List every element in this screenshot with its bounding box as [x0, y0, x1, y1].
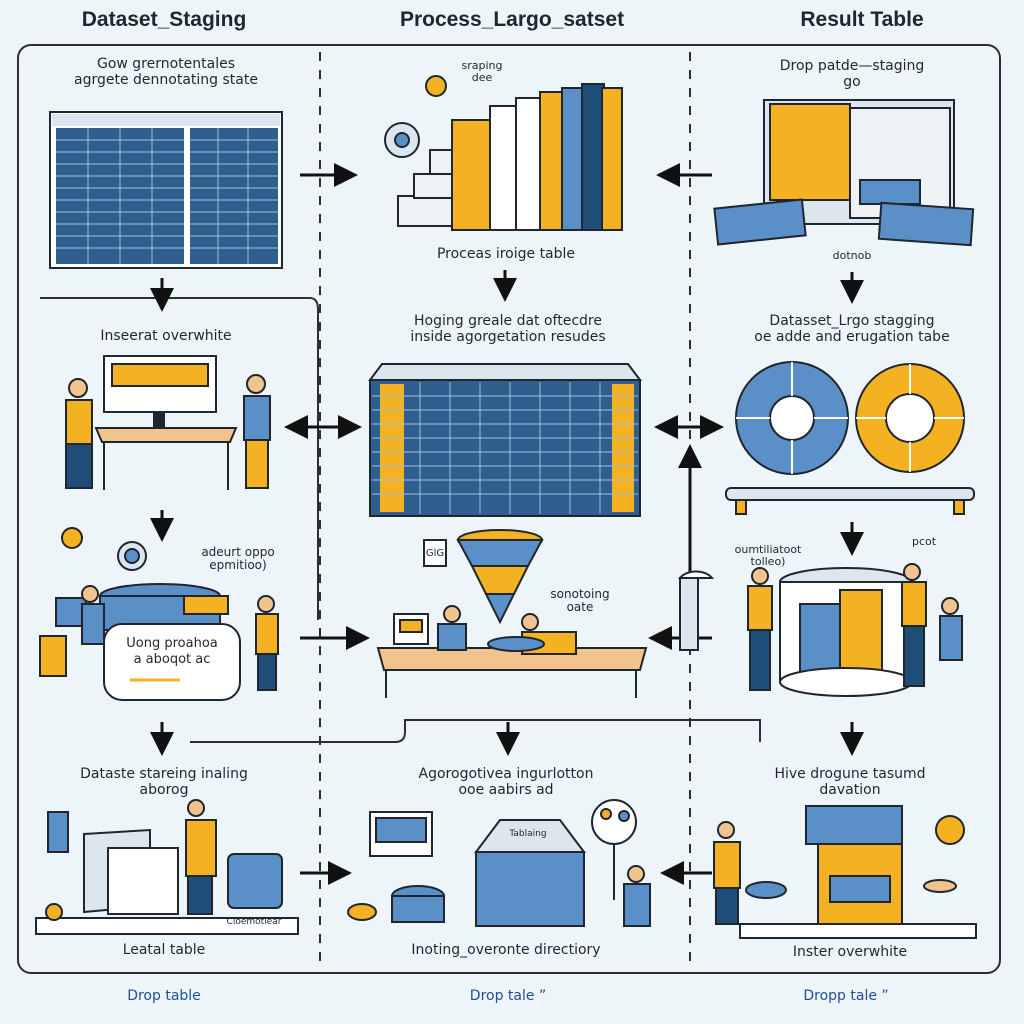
- result-data-drum: [677, 563, 963, 697]
- caption-row4-left-small: Cloemotlear: [226, 917, 282, 927]
- caption-row3-right-post: pcot: [911, 535, 937, 548]
- footer-drop-table-middle: Drop tale ”: [469, 988, 547, 1004]
- column-title-dataset-staging: Dataset_Staging: [81, 8, 247, 31]
- caption-line: davation: [819, 782, 881, 798]
- caption-row4-right-bottom: Inster overwhite: [792, 944, 908, 960]
- column-title-process: Process_Largo_satset: [399, 8, 625, 31]
- caption-row3-middle-tag: GlG: [425, 548, 445, 559]
- caption-row4-left-bottom: Leatal table: [122, 942, 206, 958]
- caption-row3-left-panel: Uong proahoa a aboqot ac: [126, 636, 217, 668]
- caption-line: Dataste stareing inaling: [80, 766, 248, 782]
- caption-row1-right: Drop patde—staging go: [780, 58, 924, 90]
- aggregation-server: [347, 799, 651, 927]
- large-dataset-books: [384, 75, 623, 231]
- caption-row4-left-top: Dataste stareing inaling aborog: [80, 766, 248, 798]
- caption-row2-right: Datasset_Lrgo stagging oe adde and eruga…: [754, 313, 949, 345]
- caption-line: oate: [566, 600, 594, 614]
- diagram-frame: [17, 44, 1001, 974]
- caption-line: Drop patde—staging: [779, 58, 925, 74]
- caption-row4-middle-box: Tablaing: [509, 829, 547, 839]
- staging-cylinder-device: [39, 527, 279, 701]
- caption-line: adeurt oppo: [201, 545, 275, 559]
- sticker-row1-middle: sraping dee: [462, 60, 503, 84]
- result-drawer-scene: [713, 805, 977, 939]
- caption-row3-middle-note: sonotoing oate: [550, 588, 609, 614]
- desk-scene-insert: [65, 355, 271, 490]
- caption-line: Agorogotivea ingurlotton: [418, 766, 594, 782]
- footer-drop-table-left: Drop table: [127, 988, 201, 1004]
- caption-row1-middle: Proceas iroige table: [436, 246, 576, 262]
- caption-row3-right-note: oumtiliatoot tolleo): [735, 544, 802, 568]
- caption-row4-right-top: Hive drogune tasumd davation: [774, 766, 925, 798]
- caption-line: inside agorgetation resudes: [410, 329, 606, 345]
- caption-row2-left: Inseerat overwhite: [100, 328, 232, 344]
- caption-line: Hoging greale dat oftecdre: [414, 313, 602, 329]
- caption-row4-middle-bottom: Inoting_overonte directiory: [411, 942, 601, 958]
- caption-line: Uong proahoa: [126, 636, 218, 651]
- caption-line: Datasset_Lrgo stagging: [769, 313, 935, 329]
- column-title-result-table: Result Table: [800, 8, 924, 31]
- caption-row4-middle-top: Agorogotivea ingurlotton ooe aabirs ad: [419, 766, 594, 798]
- caption-line: Gow grernotentales: [96, 56, 236, 72]
- caption-line: go: [843, 74, 861, 90]
- caption-line: oe adde and erugation tabe: [754, 329, 950, 345]
- caption-line: agrgete dennotating state: [74, 72, 258, 88]
- caption-line: a aboqot ac: [133, 652, 211, 667]
- footer-drop-table-right: Dropp tale ”: [803, 988, 889, 1004]
- caption-row1-left: Gow grernotentales agrgete dennotating s…: [74, 56, 258, 88]
- caption-line: ooe aabirs ad: [458, 782, 554, 798]
- staging-spreadsheet: [49, 111, 283, 269]
- result-computer: [713, 99, 975, 247]
- caption-line: tolleo): [750, 555, 786, 568]
- caption-line: epmitioo): [209, 558, 267, 572]
- caption-line: dee: [471, 71, 493, 84]
- caption-line: sraping: [461, 59, 503, 72]
- funnel-workstation: [376, 529, 648, 698]
- caption-row2-middle: Hoging greale dat oftecdre inside agorge…: [410, 313, 605, 345]
- caption-row3-left-note: adeurt oppo epmitioo): [201, 546, 274, 572]
- caption-line: oumtiliatoot: [734, 543, 802, 556]
- aggregation-results-table: [368, 363, 642, 517]
- aggregation-wheels: [725, 361, 975, 515]
- caption-row1-right-bottom: dotnob: [832, 249, 872, 262]
- caption-line: sonotoing: [550, 587, 610, 601]
- staging-folders: [35, 799, 299, 935]
- caption-line: Hive drogune tasumd: [774, 766, 926, 782]
- caption-line: aborog: [139, 782, 189, 798]
